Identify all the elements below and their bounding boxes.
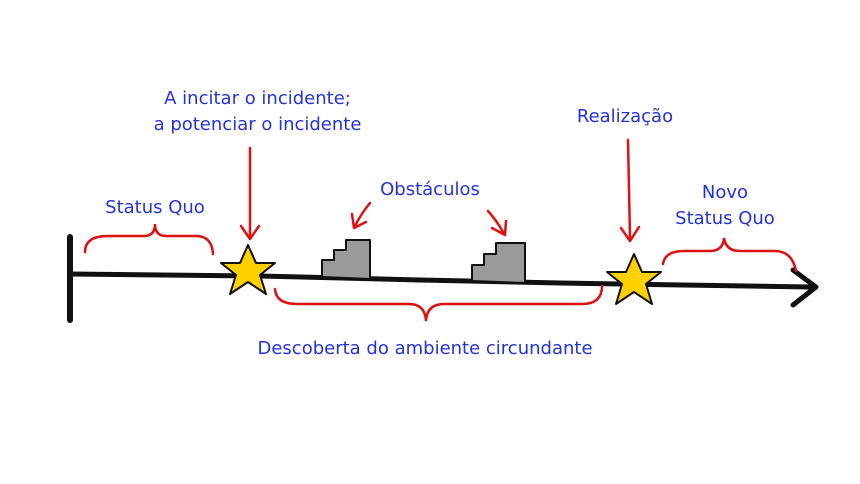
new-status-quo-label-line1: Novo bbox=[701, 182, 749, 203]
timeline-axis bbox=[67, 271, 813, 290]
timeline bbox=[67, 234, 819, 323]
stairs-icon bbox=[471, 242, 526, 284]
inciting-label-line1: A incitar o incidente; bbox=[164, 88, 351, 109]
discovery-brace bbox=[273, 284, 604, 322]
inciting-arrow bbox=[239, 146, 261, 241]
inciting-label-line2: a potenciar o incidente bbox=[153, 114, 362, 135]
star-icon bbox=[606, 253, 662, 305]
new-status-quo-label-line2: Status Quo bbox=[675, 208, 775, 229]
timeline-arrowhead bbox=[790, 267, 819, 308]
status-quo-brace bbox=[83, 223, 215, 256]
star-icon bbox=[220, 244, 276, 295]
obstacle-arrow-left bbox=[350, 201, 372, 230]
stairs-icon bbox=[321, 239, 371, 280]
discovery-label: Descoberta do ambiente circundante bbox=[257, 338, 593, 359]
obstacle-arrow-right bbox=[486, 209, 508, 237]
realization-arrow bbox=[619, 138, 641, 243]
realization-label: Realização bbox=[576, 106, 674, 127]
obstacles-label: Obstáculos bbox=[380, 179, 480, 200]
status-quo-label: Status Quo bbox=[105, 197, 205, 218]
new-status-quo-brace bbox=[661, 237, 798, 273]
